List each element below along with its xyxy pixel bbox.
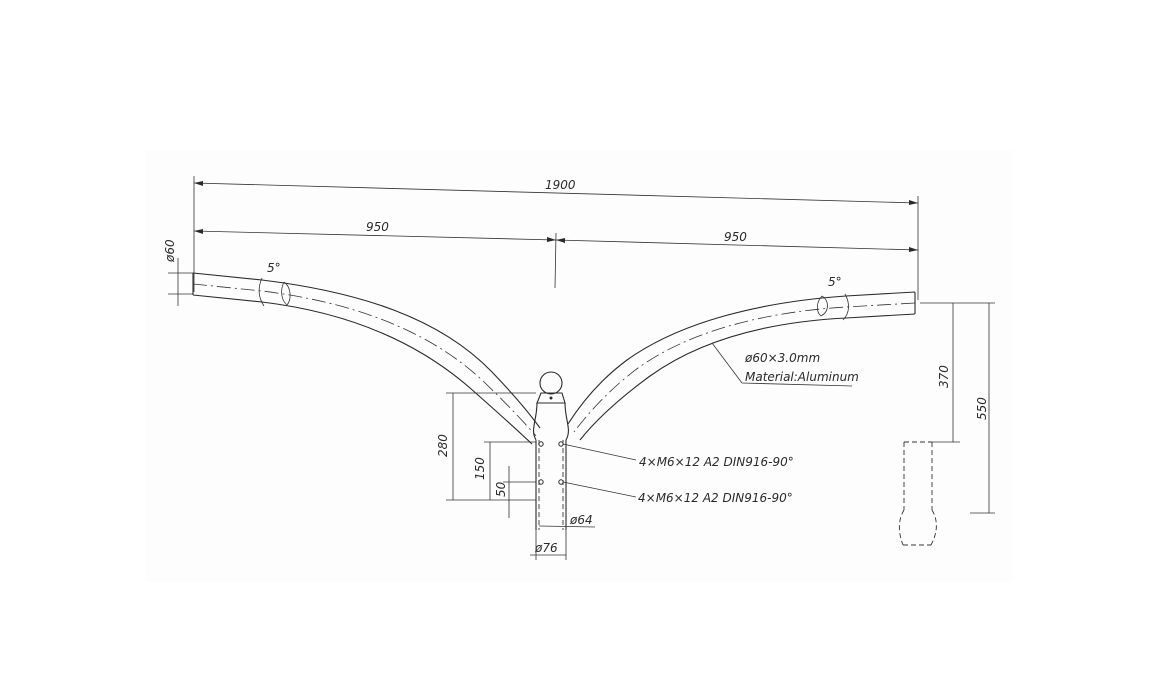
angle-left: 5°: [267, 261, 281, 275]
tube-spec-note: ø60×3.0mm: [744, 351, 820, 365]
dimension-overall: 1900: [193, 176, 919, 300]
dim-1900: 1900: [545, 178, 576, 192]
dim-d60: ø60: [163, 239, 177, 263]
dim-d64: ø64: [569, 513, 593, 527]
dim-d76: ø76: [534, 541, 558, 555]
right-arm: 5°: [567, 275, 916, 441]
dim-280: 280: [436, 434, 450, 457]
dimension-halves: 950 950: [193, 220, 919, 289]
dimensions-spigot-diameters: ø64 ø76: [530, 513, 596, 560]
dimension-tube-diameter: ø60: [163, 239, 193, 306]
dim-950-left: 950: [366, 220, 389, 234]
material-callout: ø60×3.0mm Material:Aluminum: [711, 342, 859, 387]
dim-550: 550: [975, 397, 989, 420]
pole-stub: [898, 441, 937, 546]
drawing-sheet: [145, 150, 1013, 582]
screw-note-upper: 4×M6×12 A2 DIN916-90°: [639, 455, 794, 469]
screw-callouts: 4×M6×12 A2 DIN916-90° 4×M6×12 A2 DIN916-…: [562, 443, 794, 505]
dim-370: 370: [937, 365, 951, 388]
dim-50: 50: [494, 481, 508, 497]
dimensions-right-heights: 370 550: [920, 302, 995, 514]
material-note: Material:Aluminum: [745, 370, 859, 384]
left-arm: 5°: [192, 261, 541, 445]
angle-right: 5°: [828, 275, 842, 289]
dim-950-right: 950: [724, 230, 747, 244]
dimensions-spigot-heights: 280 150 50: [436, 392, 536, 518]
screw-note-lower: 4×M6×12 A2 DIN916-90°: [638, 491, 793, 505]
dim-150: 150: [473, 457, 487, 480]
central-spigot: [533, 371, 569, 530]
